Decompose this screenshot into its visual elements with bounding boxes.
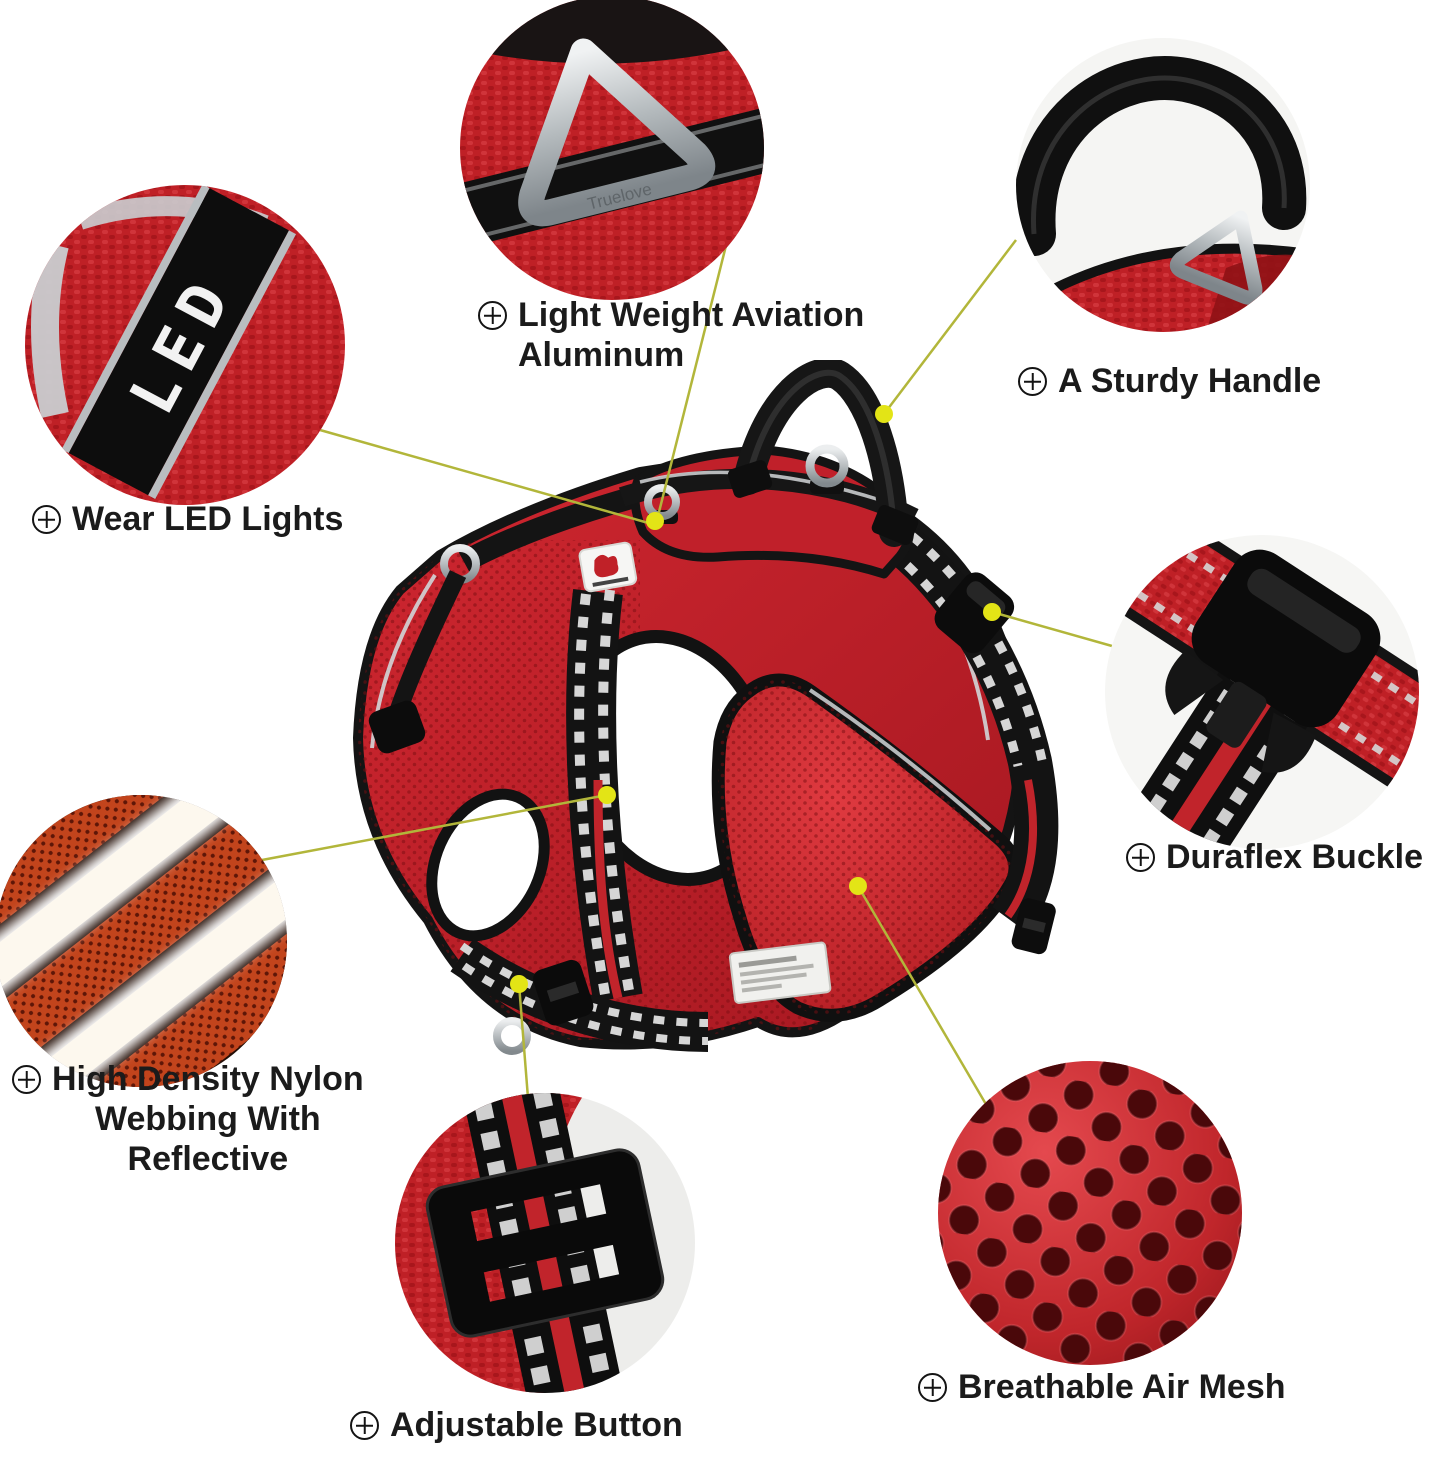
handle-closeup — [1016, 38, 1310, 332]
label-duraflex-buckle: Duraflex Buckle — [1126, 838, 1423, 878]
label-text: A Sturdy Handle — [1058, 362, 1322, 400]
leash-d-ring — [805, 444, 849, 494]
plus-icon — [12, 1065, 41, 1094]
label-text: Duraflex Buckle — [1166, 838, 1423, 876]
plus-icon — [32, 505, 61, 534]
label-adjustable-button: Adjustable Button — [350, 1406, 683, 1446]
label-sturdy-handle: A Sturdy Handle — [1018, 362, 1321, 402]
plus-icon — [350, 1411, 379, 1440]
duraflex-buckle-closeup — [1105, 535, 1419, 849]
air-mesh-closeup — [938, 1061, 1242, 1365]
adjustable-button-closeup — [395, 1093, 695, 1393]
care-label — [728, 941, 832, 1004]
brand-logo-patch — [578, 541, 638, 593]
plus-icon — [478, 301, 507, 330]
harness-illustration — [353, 357, 1059, 1055]
metal-triangle-ring — [518, 38, 716, 227]
label-text: High Density Nylon Webbing With Reflecti… — [52, 1060, 364, 1178]
plus-icon — [918, 1373, 947, 1402]
label-text: Wear LED Lights — [72, 500, 344, 538]
tri-glide-slider — [427, 1149, 663, 1337]
plus-icon — [1018, 367, 1047, 396]
label-text: Adjustable Button — [390, 1406, 683, 1444]
label-text: Breathable Air Mesh — [958, 1368, 1286, 1406]
label-breathable-mesh: Breathable Air Mesh — [918, 1368, 1286, 1408]
label-wear-led-lights: Wear LED Lights — [32, 500, 343, 540]
label-nylon-webbing: High Density Nylon Webbing With Reflecti… — [12, 1060, 364, 1179]
plus-icon — [1126, 843, 1155, 872]
harness-photo — [340, 357, 1110, 1075]
handle-metal-ring — [1169, 210, 1263, 305]
belly-strap — [450, 938, 709, 1055]
led-lights-closeup: LED — [25, 185, 345, 505]
label-text: Light Weight Aviation Aluminum — [518, 296, 865, 374]
label-lightweight-aluminum: Light Weight Aviation Aluminum — [478, 296, 864, 376]
belly-d-ring — [493, 1017, 531, 1055]
aluminum-ring-closeup: Truelove — [460, 0, 764, 300]
reflective-webbing-closeup — [0, 795, 287, 1087]
